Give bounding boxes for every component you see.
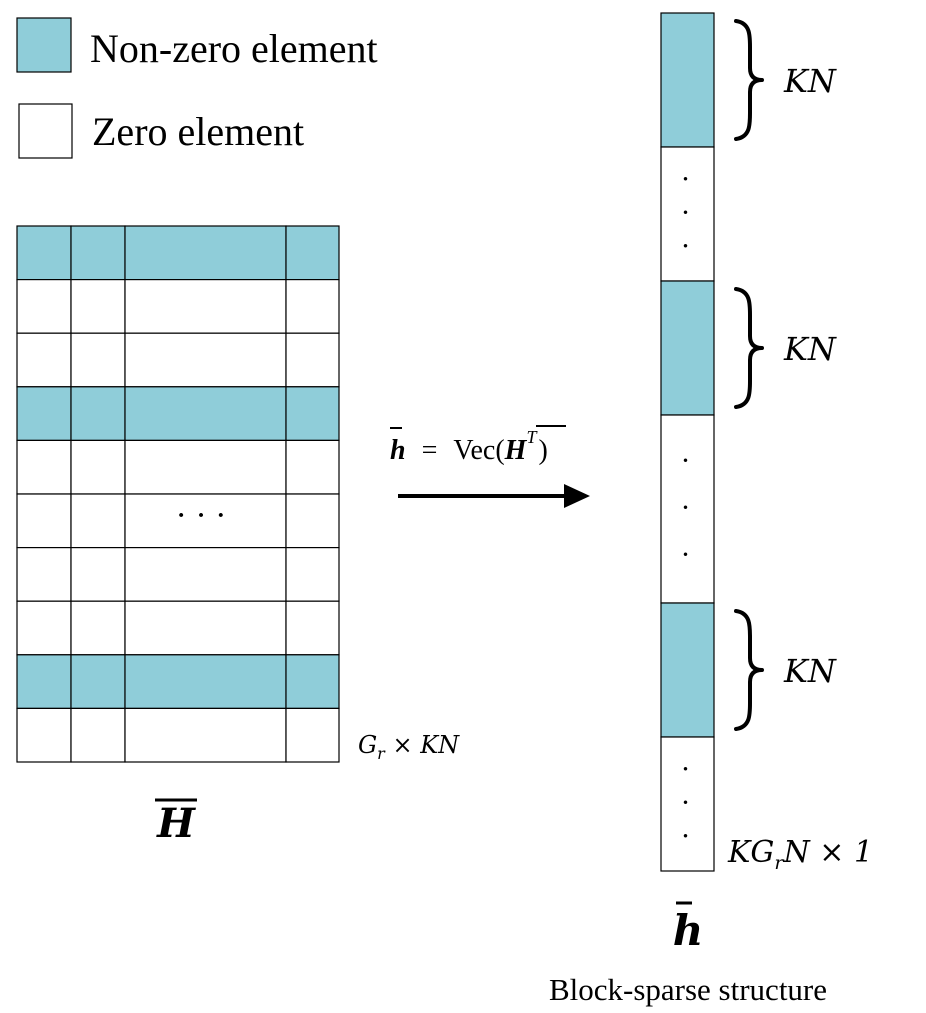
legend-nonzero-label: Non-zero element bbox=[90, 26, 378, 71]
matrix-cell bbox=[16, 279, 72, 334]
vector-ellipsis-dot: · bbox=[681, 786, 691, 819]
matrix-dimension-label: Gr × KN bbox=[358, 731, 460, 763]
matrix-row-7 bbox=[16, 546, 340, 602]
transform-func: Vec( bbox=[453, 435, 504, 466]
matrix-H: · · · Gr × KN H bbox=[16, 225, 460, 847]
vector-nonzero-block bbox=[660, 12, 715, 148]
matrix-row-9 bbox=[16, 654, 340, 709]
legend-nonzero-swatch bbox=[16, 17, 72, 73]
transform-arrow-head bbox=[564, 484, 590, 508]
matrix-row-6 bbox=[16, 493, 340, 549]
transform: h = Vec(HT) bbox=[390, 425, 590, 508]
matrix-row-5 bbox=[16, 439, 340, 495]
matrix-cell bbox=[285, 279, 340, 334]
matrix-cell bbox=[16, 439, 72, 495]
matrix-row-10 bbox=[16, 707, 340, 763]
vector-ellipsis-dot: · bbox=[681, 753, 691, 786]
matrix-cell bbox=[70, 279, 126, 334]
transform-lhs: h bbox=[390, 435, 406, 466]
matrix-cell bbox=[124, 493, 287, 549]
matrix-cell bbox=[124, 225, 287, 281]
matrix-cell bbox=[124, 279, 287, 334]
matrix-cell bbox=[124, 546, 287, 602]
matrix-cell bbox=[70, 600, 126, 656]
matrix-cell bbox=[285, 707, 340, 763]
matrix-row-1 bbox=[16, 225, 340, 281]
matrix-row-2 bbox=[16, 279, 340, 334]
matrix-row-8 bbox=[16, 600, 340, 656]
matrix-cell bbox=[16, 707, 72, 763]
matrix-cell bbox=[124, 600, 287, 656]
transform-equals: = bbox=[422, 435, 438, 466]
matrix-cell bbox=[285, 600, 340, 656]
vector-block-label: KN bbox=[783, 62, 837, 100]
matrix-cell bbox=[70, 332, 126, 388]
matrix-cell bbox=[285, 225, 340, 281]
vector-dimension-label: KGrN × 1 bbox=[727, 835, 873, 874]
vector-block-label: KN bbox=[783, 330, 837, 368]
transform-close: ) bbox=[538, 435, 547, 466]
legend-zero-swatch bbox=[18, 103, 73, 159]
matrix-cell bbox=[285, 386, 340, 441]
matrix-cell bbox=[124, 386, 287, 441]
matrix-cell bbox=[16, 600, 72, 656]
matrix-cell bbox=[70, 225, 126, 281]
matrix-cell bbox=[16, 386, 72, 441]
matrix-cell bbox=[285, 546, 340, 602]
matrix-cell bbox=[285, 654, 340, 709]
legend: Non-zero element Zero element bbox=[16, 17, 378, 159]
matrix-cell bbox=[70, 546, 126, 602]
matrix-cell bbox=[70, 707, 126, 763]
matrix-cell bbox=[70, 439, 126, 495]
matrix-cell bbox=[16, 654, 72, 709]
vector-block-label: KN bbox=[783, 652, 837, 690]
legend-zero-label: Zero element bbox=[92, 109, 304, 154]
vector-ellipsis-dot: · bbox=[681, 163, 691, 196]
matrix-cell bbox=[285, 439, 340, 495]
matrix-cell bbox=[285, 493, 340, 549]
vector-block-brace bbox=[734, 19, 764, 141]
matrix-cell bbox=[124, 332, 287, 388]
vector-ellipsis-dot: · bbox=[681, 196, 691, 229]
vector-nonzero-block bbox=[660, 602, 715, 738]
matrix-cell bbox=[124, 439, 287, 495]
transform-equation: h = Vec(HT) bbox=[390, 427, 548, 466]
transform-arg: H bbox=[504, 435, 528, 466]
matrix-symbol-label: H bbox=[156, 800, 196, 847]
matrix-ellipsis: · · · bbox=[176, 497, 227, 534]
matrix-cell bbox=[16, 225, 72, 281]
matrix-row-4 bbox=[16, 386, 340, 441]
matrix-row-3 bbox=[16, 332, 340, 388]
vector-nonzero-block bbox=[660, 280, 715, 416]
matrix-cell bbox=[124, 707, 287, 763]
vector-ellipsis-dot: · bbox=[681, 538, 691, 571]
matrix-cell bbox=[70, 493, 126, 549]
matrix-cell bbox=[70, 654, 126, 709]
vector-ellipsis-dot: · bbox=[681, 491, 691, 524]
vector-ellipsis-dot: · bbox=[681, 230, 691, 263]
matrix-cell bbox=[16, 546, 72, 602]
vector-zero-segment bbox=[660, 146, 715, 282]
vector-block-brace bbox=[734, 609, 764, 731]
transform-sup: T bbox=[526, 427, 538, 447]
vector-zero-segment bbox=[660, 736, 715, 872]
vector-symbol-label: h bbox=[673, 906, 704, 955]
matrix-cell bbox=[16, 332, 72, 388]
matrix-cell bbox=[16, 493, 72, 549]
matrix-cell bbox=[70, 386, 126, 441]
vector-ellipsis-dot: · bbox=[681, 444, 691, 477]
vector-ellipsis-dot: · bbox=[681, 820, 691, 853]
matrix-cell bbox=[285, 332, 340, 388]
vector-caption: Block-sparse structure bbox=[549, 972, 827, 1007]
matrix-cell bbox=[124, 654, 287, 709]
vector-block-brace bbox=[734, 287, 764, 409]
vector-zero-segment bbox=[660, 414, 715, 604]
